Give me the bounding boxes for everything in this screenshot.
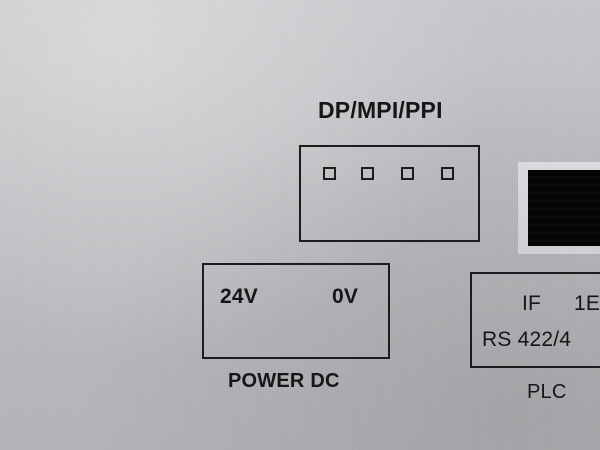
power-dc-label: POWER DC: [228, 370, 340, 392]
plc-label: PLC: [527, 381, 567, 403]
power-dc-terminal-frame: 24V 0V: [202, 263, 390, 359]
plc-rs-label: RS 422/4: [482, 328, 572, 351]
port-pin-indicator: [401, 167, 414, 180]
plc-if-label: IF: [522, 292, 542, 315]
connector-slot: [518, 162, 600, 254]
dp-mpi-ppi-label: DP/MPI/PPI: [318, 97, 443, 123]
voltage-0v-label: 0V: [332, 285, 359, 308]
plc-port-frame: IF 1E RS 422/4: [470, 272, 600, 368]
port-pin-indicator: [323, 167, 336, 180]
port-pin-indicator: [441, 167, 454, 180]
connector-opening: [528, 170, 600, 246]
port-pin-indicator: [361, 167, 374, 180]
voltage-24v-label: 24V: [220, 285, 258, 308]
plc-1e-label: 1E: [574, 292, 600, 315]
dp-mpi-ppi-port-frame: [299, 145, 480, 242]
